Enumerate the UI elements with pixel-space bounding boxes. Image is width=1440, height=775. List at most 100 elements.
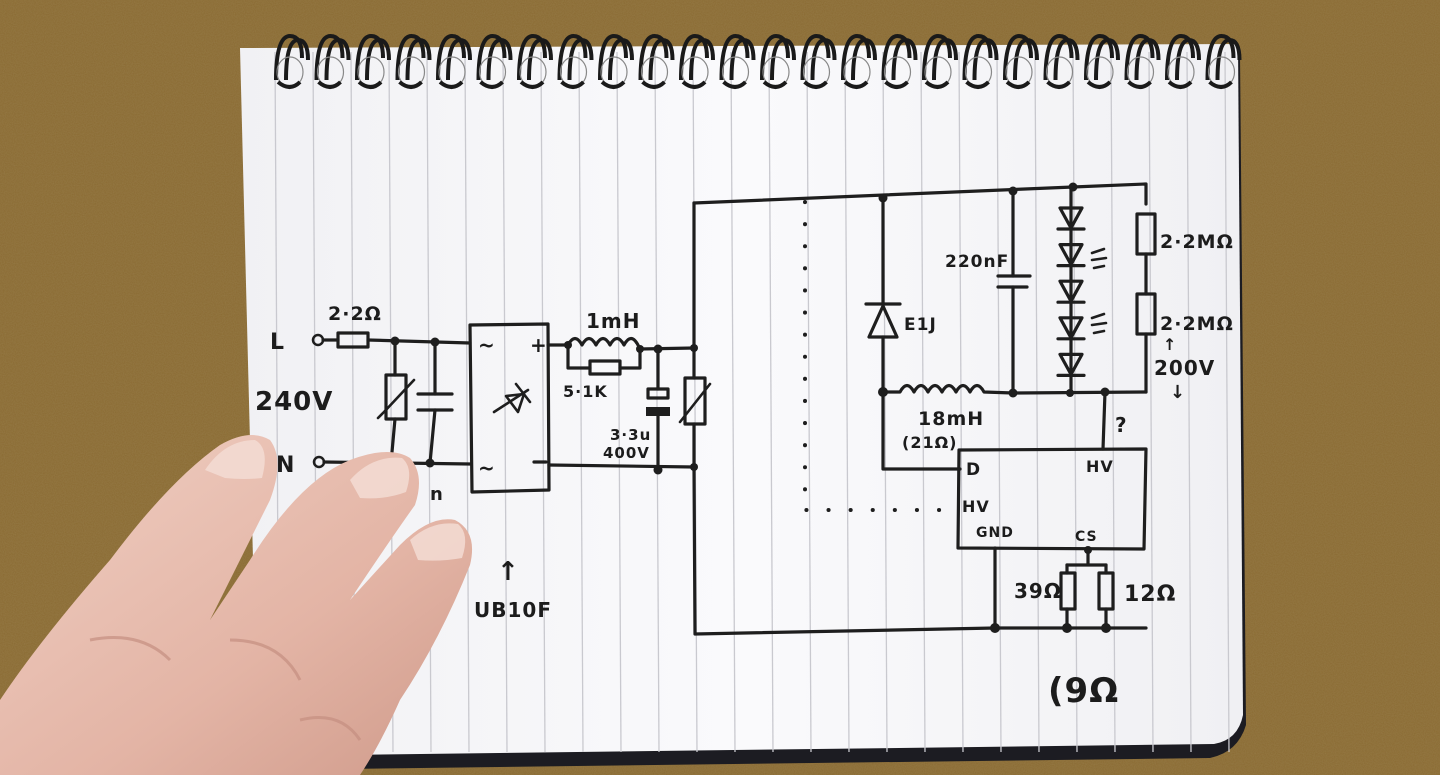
ruled-line	[1148, 51, 1154, 753]
fuse-resistor-label: 2·2Ω	[328, 303, 382, 325]
ic-pin-d: D	[966, 460, 981, 480]
bridge-ac-in-1: ~	[478, 333, 496, 357]
sense-resistor-39-label: 39Ω	[1014, 579, 1062, 603]
ruled-line	[1186, 51, 1192, 753]
output-stage: E1J 18mH (21Ω) 220nF	[864, 188, 1234, 471]
ic-pin-hv-left: HV	[962, 497, 990, 516]
bridge-plus: +	[530, 333, 548, 357]
sense-parallel-result: (9Ω	[1048, 671, 1119, 711]
spiral-ring	[355, 33, 391, 89]
bridge-part-label: UB10F	[474, 598, 552, 622]
spiral-ring	[314, 33, 351, 89]
ic-pin-gnd: GND	[976, 525, 1014, 541]
spiral-ring	[395, 33, 432, 89]
fingernail-2	[350, 457, 410, 499]
spiral-ring	[598, 33, 634, 89]
spiral-ring	[638, 33, 675, 89]
bulk-capacitor-positive	[646, 387, 670, 400]
fingernail-3	[410, 523, 466, 561]
input-filter: 1mH 5·1K 3·3u 400V	[546, 309, 712, 475]
bulk-cap-voltage: 400V	[603, 444, 650, 462]
ruled-line	[958, 51, 964, 753]
spiral-ring	[436, 33, 472, 89]
spiral-binding	[274, 33, 1242, 89]
bulk-capacitor-negative	[646, 407, 670, 416]
ruled-line	[1224, 51, 1230, 753]
spiral-ring	[1205, 33, 1242, 89]
led	[1058, 316, 1084, 340]
fingers	[0, 435, 473, 775]
spiral-ring	[760, 33, 796, 89]
inductor-1mh-label: 1mH	[586, 309, 641, 333]
ruled-line	[1110, 51, 1116, 753]
bridge-part-arrow: ↑	[497, 557, 520, 587]
spiral-ring	[1003, 33, 1039, 89]
ic-pin-cs: CS	[1075, 529, 1098, 545]
output-voltage-label: 200V	[1154, 356, 1215, 380]
spiral-ring	[476, 33, 513, 89]
bleeder-1-label: 2·2MΩ	[1160, 231, 1234, 253]
knuckle-creases	[89, 636, 362, 741]
ruled-line	[768, 51, 774, 753]
spiral-ring	[800, 33, 837, 89]
inductor-1mh	[566, 336, 640, 347]
ruled-line	[464, 51, 470, 753]
bulk-cap-value: 3·3u	[610, 426, 651, 444]
ruled-line	[882, 51, 888, 753]
ruled-line	[996, 51, 1002, 753]
spiral-ring	[1084, 33, 1120, 89]
led	[1058, 352, 1084, 376]
parallel-resistor-label: 5·1K	[563, 382, 608, 401]
led-light-icon	[1090, 247, 1108, 335]
ruled-line	[616, 51, 622, 753]
spiral-ring	[679, 33, 715, 89]
x-capacitor-label-partial: n	[430, 484, 444, 505]
unknown-link-label: ?	[1115, 413, 1128, 437]
ruled-line	[1034, 51, 1040, 753]
live-label: L	[270, 330, 285, 355]
ruled-line	[1072, 51, 1078, 753]
fingernail-1	[205, 440, 265, 479]
spiral-ring	[719, 33, 756, 89]
output-cap-label: 220nF	[945, 252, 1009, 272]
ruled-line	[806, 51, 812, 753]
dotted-connection	[803, 200, 960, 512]
spiral-ring	[1124, 33, 1161, 89]
spiral-ring	[841, 33, 877, 89]
ruled-line	[920, 51, 926, 753]
spiral-ring	[922, 33, 958, 89]
notebook-page	[240, 44, 1243, 756]
ic-pin-hv-top: HV	[1086, 457, 1114, 476]
spiral-ring	[557, 33, 594, 89]
ruled-line	[502, 51, 508, 753]
hand	[0, 435, 473, 775]
spiral-ring	[1043, 33, 1080, 89]
led-string	[1056, 188, 1086, 395]
inductor-18mh-resistance: (21Ω)	[902, 433, 958, 452]
led	[1058, 206, 1084, 230]
neutral-label: N	[276, 453, 295, 478]
spiral-ring	[274, 33, 310, 89]
input-section: L 240V N 2·2Ω n	[255, 303, 472, 505]
ruled-line	[844, 51, 850, 753]
inductor-18mh-label: 18mH	[918, 408, 984, 430]
diode-part-label: E1J	[904, 315, 937, 335]
bridge-rectifier: ~ ~ + ↑ UB10F	[468, 322, 552, 622]
spiral-ring	[1165, 33, 1201, 89]
inductor-18mh	[881, 383, 1015, 395]
driver-ic: D HV HV GND CS 39Ω 12Ω (9Ω	[956, 447, 1175, 711]
ruled-line	[578, 51, 584, 753]
bridge-diode-icon	[492, 382, 532, 414]
spiral-ring	[517, 33, 553, 89]
circuit-schematic: L 240V N 2·2Ω n	[255, 182, 1234, 711]
ruled-line	[730, 51, 736, 753]
ruled-line	[654, 51, 660, 753]
output-voltage-up-arrow: ↑	[1163, 335, 1177, 354]
spiral-ring	[962, 33, 999, 89]
output-voltage-down-arrow: ↓	[1170, 382, 1186, 403]
mains-voltage-label: 240V	[255, 387, 333, 417]
led	[1058, 243, 1084, 267]
bleeder-2-label: 2·2MΩ	[1160, 313, 1234, 335]
spiral-ring	[881, 33, 918, 89]
